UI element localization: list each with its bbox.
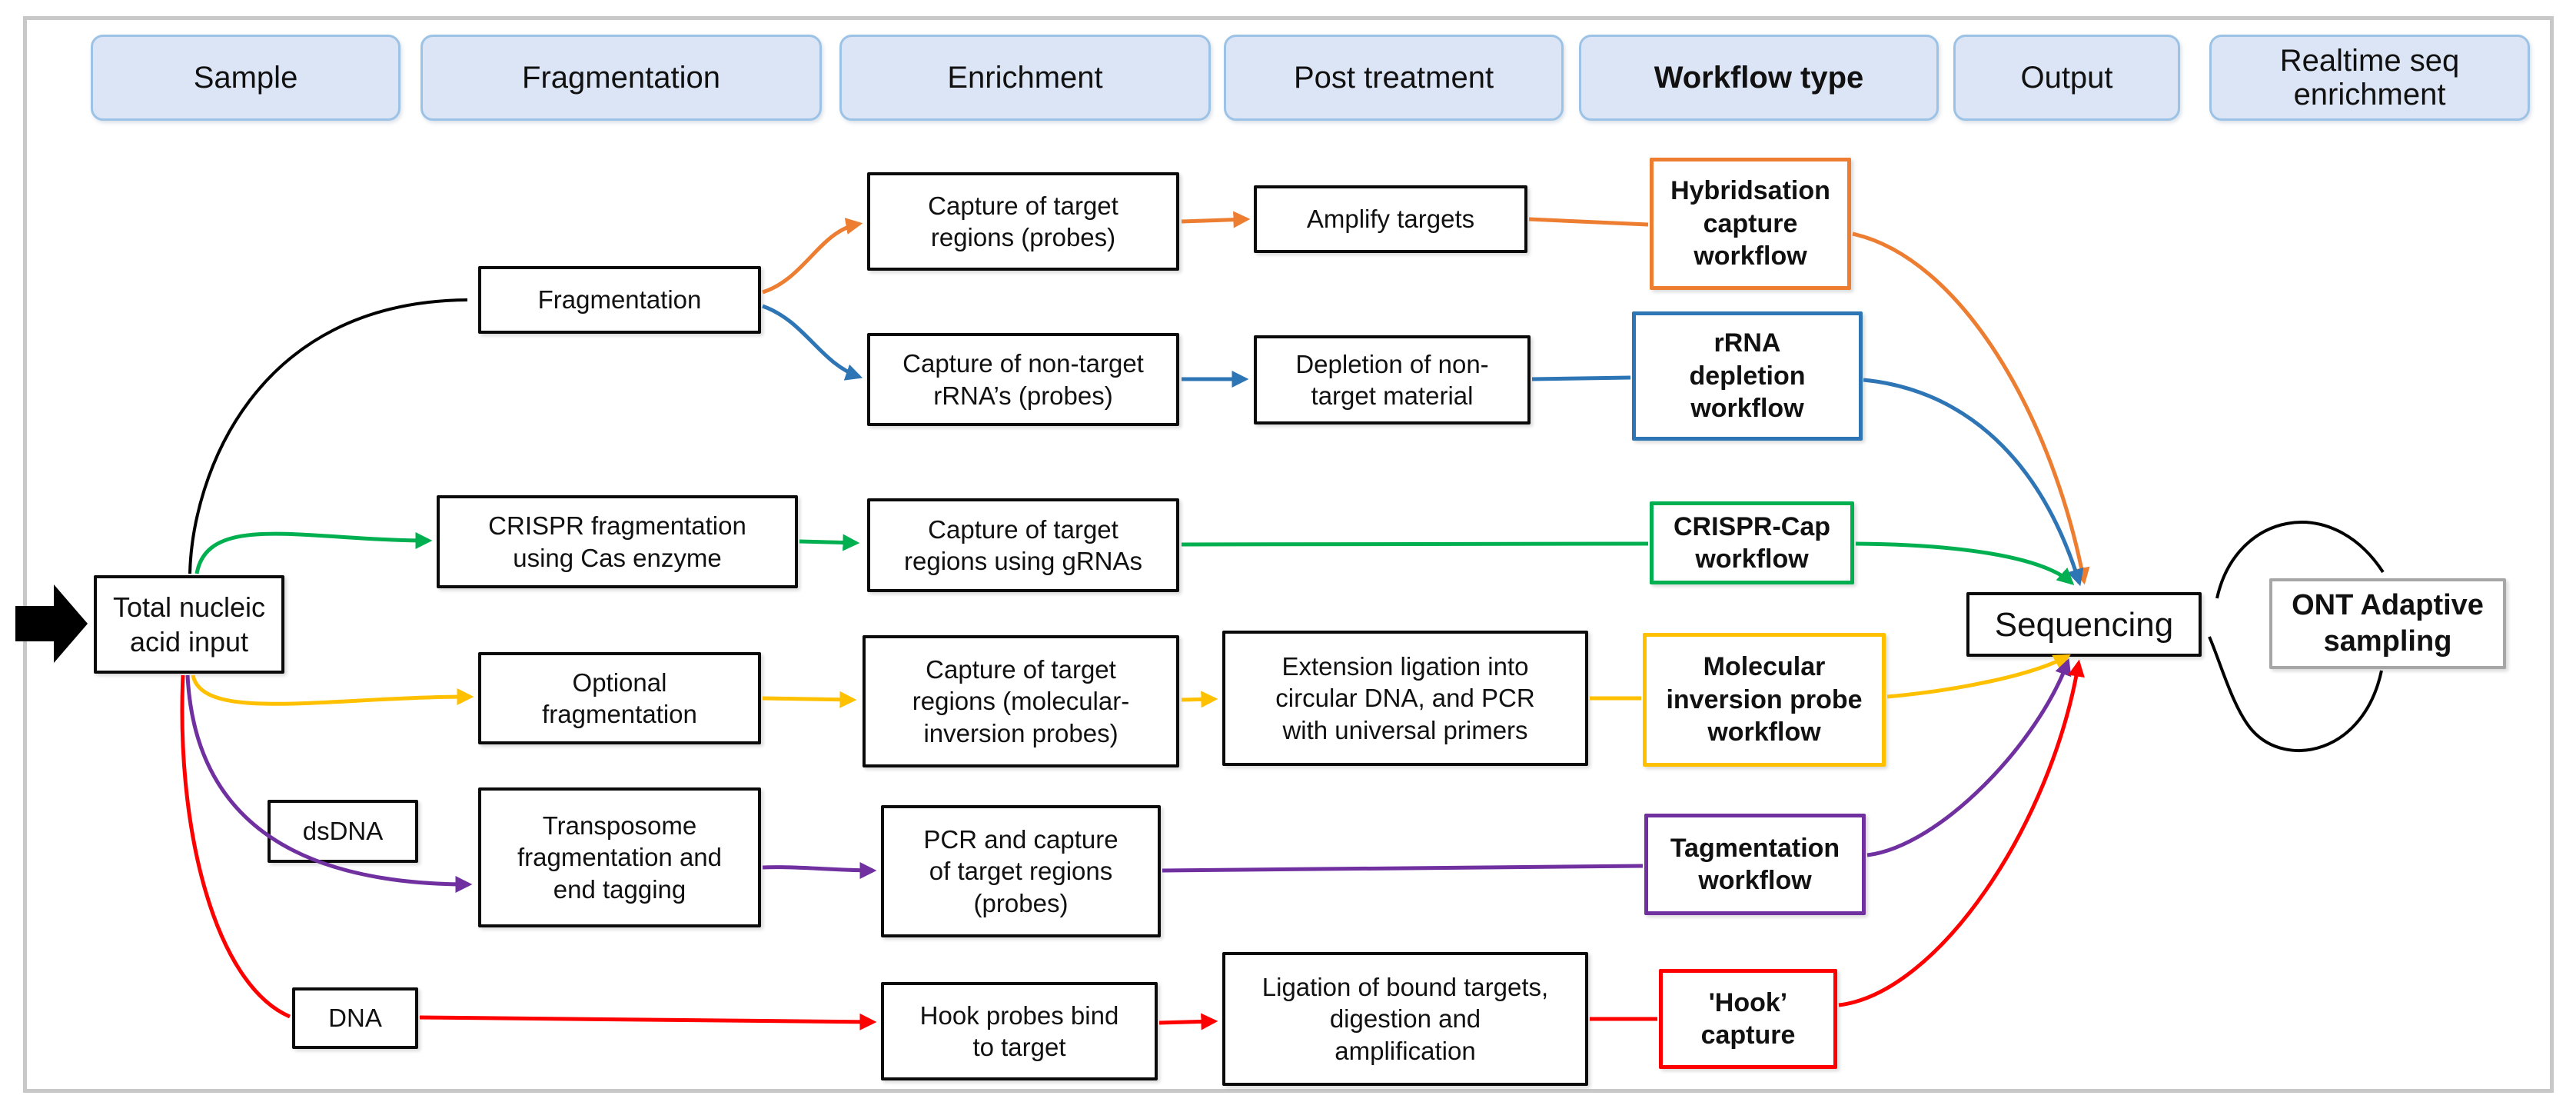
node-dna: DNA <box>292 987 418 1049</box>
node-capture-target-grnas: Capture of target regions using gRNAs <box>867 498 1179 592</box>
column-header-realtime-seq-enrichment: Realtime seq enrichment <box>2209 35 2530 121</box>
column-header-post-treatment: Post treatment <box>1224 35 1564 121</box>
node-rrna-depletion-workflow: rRNA depletion workflow <box>1632 311 1863 441</box>
node-extension-ligation: Extension ligation into circular DNA, an… <box>1222 631 1588 766</box>
column-header-output: Output <box>1953 35 2180 121</box>
node-sequencing: Sequencing <box>1966 592 2202 657</box>
node-molecular-inversion-probe-workflow: Molecular inversion probe workflow <box>1643 633 1886 767</box>
node-optional-fragmentation: Optional fragmentation <box>478 652 761 744</box>
diagram-frame <box>23 16 2554 1093</box>
node-tagmentation-workflow: Tagmentation workflow <box>1644 814 1866 915</box>
node-ligation-bound-targets: Ligation of bound targets, digestion and… <box>1222 952 1588 1086</box>
column-header-fragmentation: Fragmentation <box>420 35 822 121</box>
node-capture-molecular-inversion: Capture of target regions (molecular- in… <box>863 635 1179 767</box>
node-hybridisation-capture-workflow: Hybridsation capture workflow <box>1650 158 1851 290</box>
column-header-sample: Sample <box>91 35 401 121</box>
node-crispr-fragmentation: CRISPR fragmentation using Cas enzyme <box>437 495 798 588</box>
node-hook-capture-workflow: 'Hook’ capture <box>1659 969 1837 1069</box>
node-hook-probes-bind: Hook probes bind to target <box>881 982 1158 1080</box>
node-amplify-targets: Amplify targets <box>1254 185 1527 253</box>
node-capture-target-regions-probes: Capture of target regions (probes) <box>867 172 1179 271</box>
node-depletion-non-target: Depletion of non- target material <box>1254 335 1531 424</box>
node-total-nucleic-acid-input: Total nucleic acid input <box>94 575 284 674</box>
node-fragmentation: Fragmentation <box>478 266 761 334</box>
node-ont-adaptive-sampling: ONT Adaptive sampling <box>2269 578 2506 669</box>
column-header-workflow-type: Workflow type <box>1579 35 1939 121</box>
node-pcr-and-capture: PCR and capture of target regions (probe… <box>881 805 1161 937</box>
node-transposome-fragmentation: Transposome fragmentation and end taggin… <box>478 787 761 927</box>
node-dsdna: dsDNA <box>268 800 418 863</box>
column-header-enrichment: Enrichment <box>839 35 1211 121</box>
node-capture-non-target-rrna: Capture of non-target rRNA’s (probes) <box>867 333 1179 426</box>
node-crispr-cap-workflow: CRISPR-Cap workflow <box>1650 501 1854 584</box>
